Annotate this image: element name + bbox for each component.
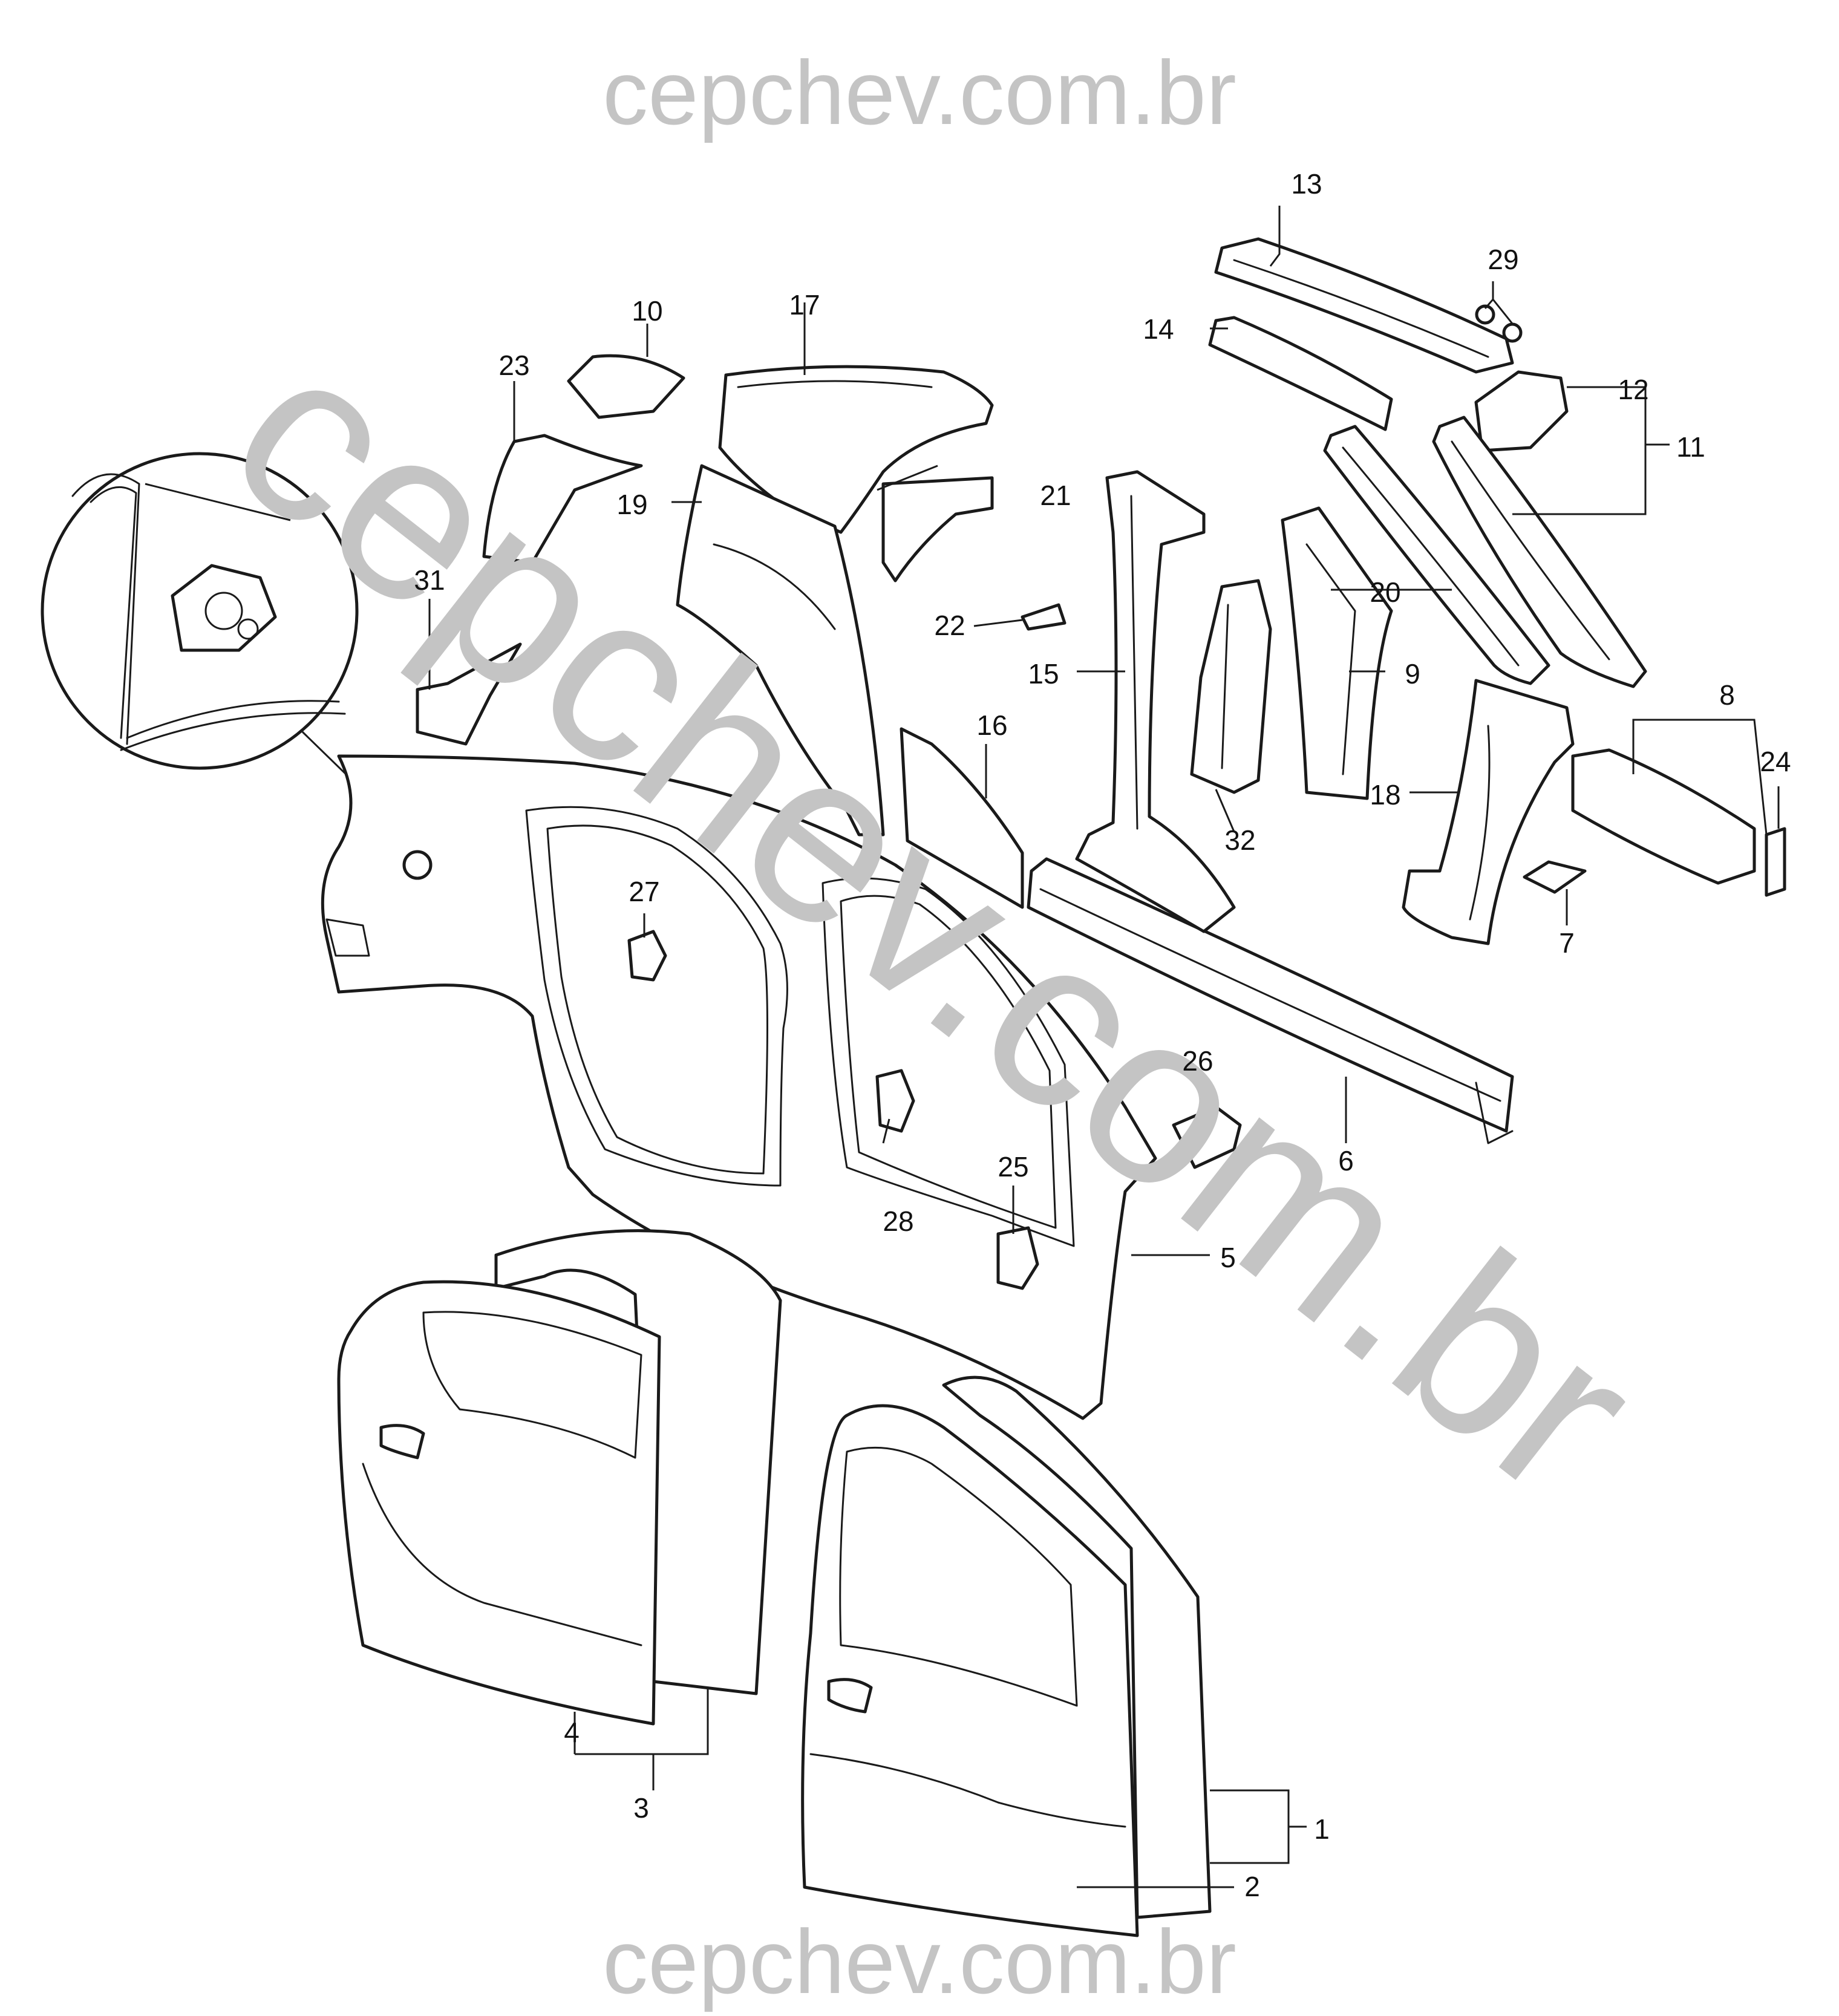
callout-14: 14 (1143, 313, 1174, 345)
part-29-nuts (1475, 304, 1523, 343)
callout-24: 24 (1760, 746, 1791, 777)
callout-28: 28 (883, 1205, 913, 1237)
callout-12: 12 (1618, 374, 1648, 405)
callout-22: 22 (934, 610, 965, 641)
callout-26: 26 (1182, 1045, 1213, 1077)
part-14-roof-bow (1208, 316, 1393, 431)
callout-3: 3 (633, 1792, 649, 1824)
watermark-bottom: cepchev.com.br (603, 1911, 1236, 2012)
callout-25: 25 (998, 1151, 1028, 1183)
callout-13: 13 (1291, 168, 1322, 200)
part-23-bracket (482, 434, 643, 564)
part-15-b-pillar (1075, 470, 1236, 933)
callout-2: 2 (1244, 1871, 1260, 1902)
callout-5: 5 (1220, 1242, 1236, 1273)
part-32-pillar-brace (1190, 579, 1272, 794)
callout-numbers: 13 29 14 12 11 20 9 15 32 18 8 24 7 6 26… (414, 168, 1791, 1902)
callout-15: 15 (1028, 658, 1059, 690)
part-7-plate (1523, 860, 1587, 894)
leader-lines (428, 206, 1780, 1888)
part-22-clip (1021, 603, 1066, 631)
part-5-body-side-panel (321, 754, 1157, 1420)
part-10-bracket (567, 354, 685, 419)
callout-8: 8 (1719, 679, 1735, 711)
part-24-bracket (1765, 827, 1786, 897)
callout-1: 1 (1314, 1813, 1330, 1845)
part-3-4-rear-door (337, 1229, 782, 1726)
callout-4: 4 (564, 1717, 580, 1748)
callout-6: 6 (1338, 1145, 1354, 1176)
callout-17: 17 (789, 289, 820, 321)
part-16-lower-panel (900, 727, 1024, 909)
callout-19: 19 (616, 489, 647, 520)
part-21-gusset (881, 476, 994, 582)
callout-7: 7 (1559, 927, 1575, 959)
callout-23: 23 (498, 350, 529, 381)
callout-21: 21 (1040, 480, 1071, 511)
part-12-bracket (1474, 370, 1569, 452)
part-1-2-front-door (801, 1375, 1212, 1937)
part-8-front-rail (1571, 748, 1756, 885)
part-19-quarter-inner (676, 464, 885, 837)
callout-20: 20 (1370, 576, 1400, 608)
part-31-bracket (416, 642, 522, 746)
callout-10: 10 (632, 295, 662, 327)
callout-18: 18 (1370, 779, 1400, 811)
callout-31: 31 (414, 564, 445, 596)
callout-27: 27 (629, 876, 659, 907)
watermark-top: cepchev.com.br (603, 42, 1236, 143)
part-27-grommet (627, 930, 667, 982)
part-11-pillar (1432, 416, 1647, 688)
part-9-b-pillar-inner (1281, 506, 1393, 800)
callout-29: 29 (1488, 244, 1518, 275)
callout-16: 16 (976, 710, 1007, 741)
part-20-roof-side-rail (1323, 425, 1550, 685)
part-28-grommet (875, 1069, 915, 1133)
callout-32: 32 (1224, 824, 1255, 856)
part-13-roof-rail (1214, 237, 1514, 374)
callout-9: 9 (1405, 658, 1420, 690)
part-18-front-inner-panel (1402, 679, 1575, 945)
part-25-bracket (996, 1226, 1039, 1290)
callout-11: 11 (1676, 431, 1705, 463)
